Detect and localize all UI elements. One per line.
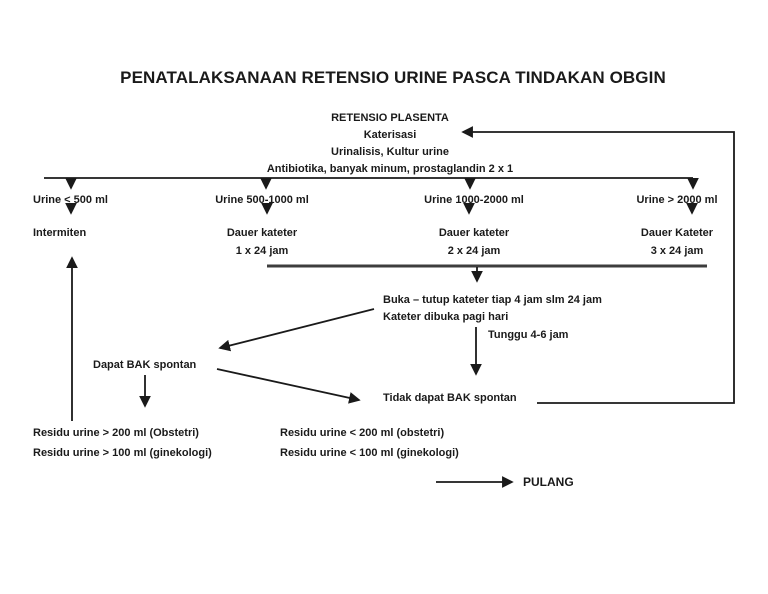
treatment-label-1: Intermiten [33,227,87,239]
dapat-bak-label: Dapat BAK spontan [93,359,197,371]
buka-tutup-label: Buka – tutup kateter tiap 4 jam slm 24 j… [383,294,602,306]
retensio-plasenta-label: RETENSIO PLASENTA [331,112,449,124]
feedback-loop-arrow [461,126,735,404]
urinalisis-label: Urinalisis, Kultur urine [331,146,449,158]
treatment-label-2: Dauer kateter [226,227,298,239]
arrow-to-dapat-bak [218,308,375,352]
duration-label-2: 1 x 24 jam [235,245,289,257]
residu-left-block: Residu urine > 200 ml (Obstetri) Residu … [33,423,212,463]
duration-label-4: 3 x 24 jam [650,245,704,257]
urine-volume-label-3: Urine 1000-2000 ml [424,194,524,206]
pulang-label: PULANG [523,475,574,489]
treatment-label-4: Dauer Kateter [640,227,714,239]
retensio-plasenta-block: RETENSIO PLASENTA Katerisasi Urinalisis,… [0,110,768,178]
katerisasi-label: Katerisasi [363,129,417,141]
treatment-label-3: Dauer kateter [438,227,510,239]
kateter-instructions: Buka – tutup kateter tiap 4 jam slm 24 j… [383,292,602,326]
residu-right-block: Residu urine < 200 ml (obstetri) Residu … [280,423,459,463]
urine-volume-label-1: Urine < 500 ml [33,194,108,206]
duration-label-3: 2 x 24 jam [447,245,501,257]
tidak-dapat-bak-label: Tidak dapat BAK spontan [383,392,517,404]
tunggu-label: Tunggu 4-6 jam [488,329,569,341]
antibiotika-label: Antibiotika, banyak minum, prostaglandin… [266,163,514,175]
residu-right-line-2: Residu urine < 100 ml (ginekologi) [280,447,459,459]
urine-volume-label-2: Urine 500-1000 ml [215,194,309,206]
page-title: PENATALAKSANAAN RETENSIO URINE PASCA TIN… [120,68,666,87]
kateter-dibuka-label: Kateter dibuka pagi hari [383,311,509,323]
urine-volume-label-4: Urine > 2000 ml [636,194,718,206]
residu-right-line-1: Residu urine < 200 ml (obstetri) [280,427,445,439]
arrow-to-tidak-dapat-bak [216,368,361,404]
residu-left-line-2: Residu urine > 100 ml (ginekologi) [33,447,212,459]
residu-left-line-1: Residu urine > 200 ml (Obstetri) [33,427,199,439]
